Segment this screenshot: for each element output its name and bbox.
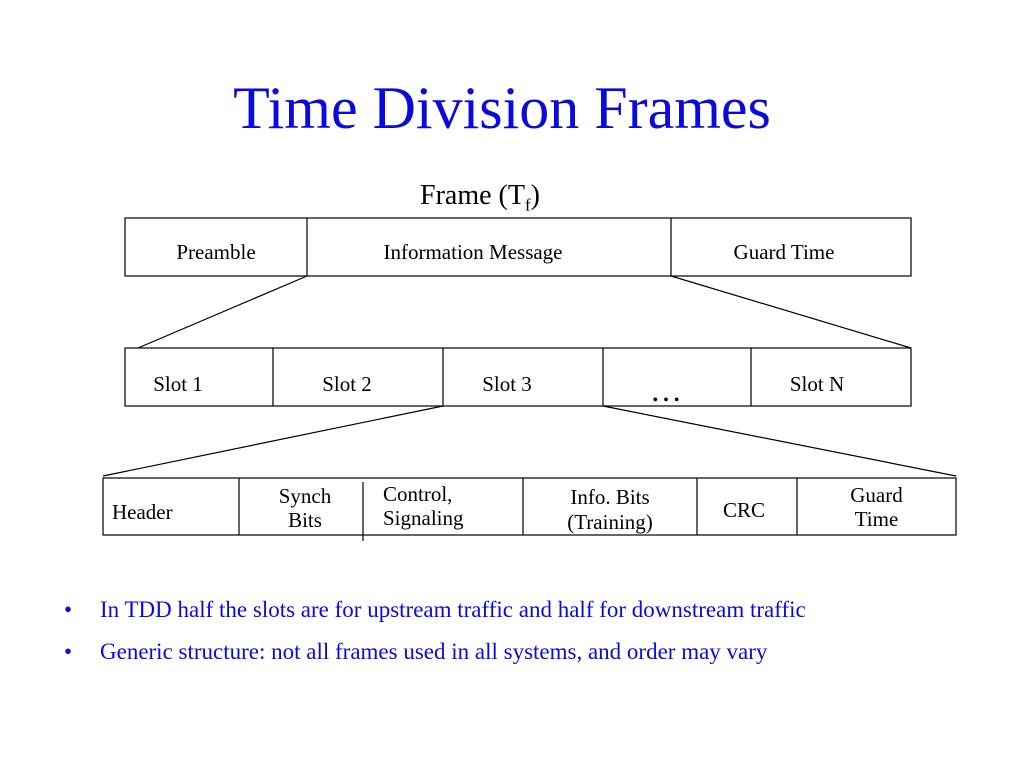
- slot-row-box: [124, 347, 912, 407]
- expand-line-right-2: [602, 405, 957, 477]
- bits-row-box: [102, 477, 957, 536]
- frame-row-box: [124, 217, 912, 277]
- bits-cell-synch-line1: Synch: [278, 484, 332, 508]
- bits-cell-info-line2: (Training): [567, 510, 653, 534]
- expand-line-right-1: [670, 275, 912, 349]
- bits-cell-guard-line2: Time: [854, 507, 899, 531]
- frame-label-text: Frame (T: [420, 180, 525, 211]
- frame-cell-guard-time: Guard Time: [733, 240, 835, 264]
- bullet-text: Generic structure: not all frames used i…: [100, 639, 768, 664]
- bits-cell-synch-line2: Bits: [288, 508, 322, 532]
- frame-label-subscript: f: [524, 195, 531, 215]
- frame-cell-preamble: Preamble: [176, 240, 256, 264]
- bullet-item: • In TDD half the slots are for upstream …: [60, 596, 1010, 624]
- slot-cell-1: Slot 1: [153, 372, 203, 396]
- frame-label: Frame (Tf): [380, 180, 580, 216]
- bullet-item: • Generic structure: not all frames used …: [60, 638, 1010, 666]
- expand-line-left-2: [102, 405, 444, 477]
- page-title: Time Division Frames: [233, 75, 771, 141]
- expand-line-left-1: [137, 275, 308, 349]
- slot-cell-n: Slot N: [789, 372, 845, 396]
- bullet-list: • In TDD half the slots are for upstream …: [60, 596, 1010, 680]
- slot-cell-ellipsis: …: [650, 372, 682, 408]
- bullet-dot-icon: •: [64, 639, 73, 664]
- bits-cell-info-line1: Info. Bits: [570, 485, 650, 509]
- bullet-dot-icon: •: [64, 597, 73, 622]
- bits-cell-guard-line1: Guard: [850, 483, 903, 507]
- bits-cell-control-line1: Control,: [383, 482, 453, 506]
- frame-label-close: ): [530, 180, 540, 211]
- bullet-text: In TDD half the slots are for upstream t…: [100, 597, 806, 622]
- slot-cell-3: Slot 3: [482, 372, 532, 396]
- bits-cell-header: Header: [112, 500, 173, 524]
- frame-cell-information-message: Information Message: [383, 240, 563, 264]
- slot-cell-2: Slot 2: [322, 372, 372, 396]
- bits-cell-crc: CRC: [722, 498, 766, 522]
- bits-cell-control-line2: Signaling: [383, 506, 464, 530]
